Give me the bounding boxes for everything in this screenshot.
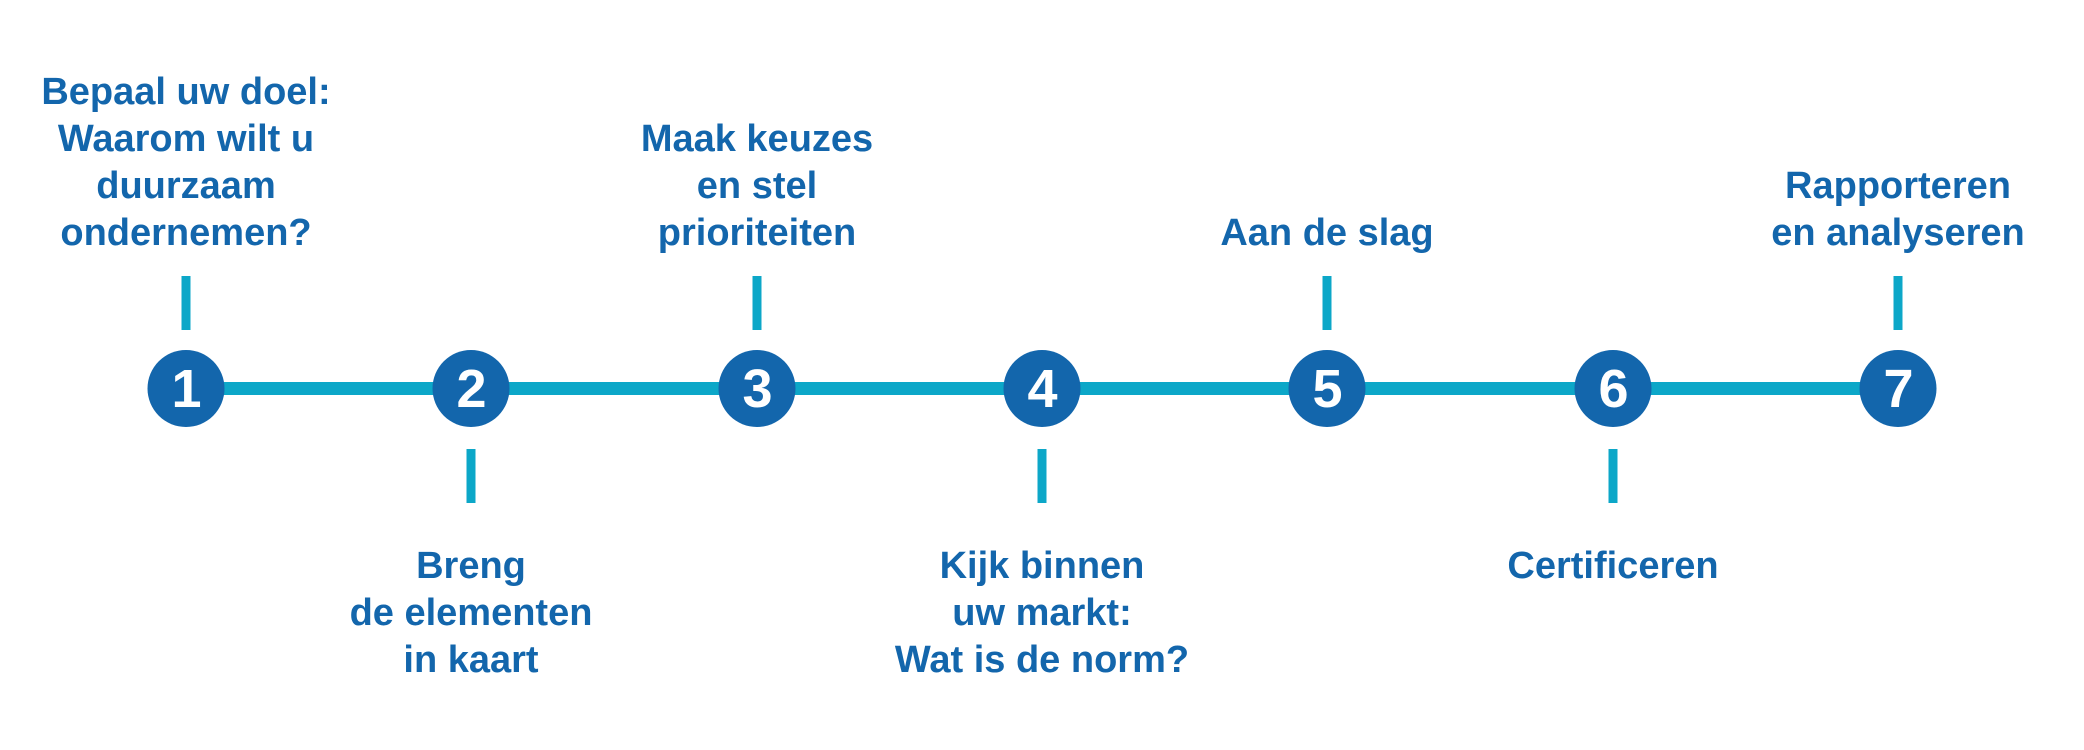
step-4-label: Kijk binnen uw markt: Wat is de norm? <box>894 545 1190 681</box>
step-3-circle: 3 <box>718 350 796 427</box>
step-2-circle: 2 <box>432 350 510 427</box>
step-2-label: Breng de elementen in kaart <box>349 545 593 681</box>
step-1-circle: 1 <box>147 350 225 427</box>
step-5-label: Aan de slag <box>1220 212 1434 254</box>
step-5-number: 5 <box>1312 358 1342 419</box>
step-1-number: 1 <box>171 358 201 419</box>
step-2-tick <box>466 449 476 503</box>
step-7-number: 7 <box>1883 358 1913 419</box>
step-6-circle: 6 <box>1574 350 1652 427</box>
step-5-tick <box>1322 276 1332 330</box>
step-6-number: 6 <box>1598 358 1628 419</box>
step-7-circle: 7 <box>1859 350 1937 427</box>
step-2-number: 2 <box>456 358 486 419</box>
step-4-tick <box>1037 449 1047 503</box>
step-3-label: Maak keuzes en stel prioriteiten <box>640 118 874 254</box>
step-1-label: Bepaal uw doel: Waarom wilt u duurzaam o… <box>41 71 331 254</box>
step-4-circle: 4 <box>1003 350 1081 427</box>
step-5-circle: 5 <box>1288 350 1366 427</box>
step-6-tick <box>1608 449 1618 503</box>
step-3-tick <box>752 276 762 330</box>
step-4-number: 4 <box>1027 358 1057 419</box>
step-1-tick <box>181 276 191 330</box>
step-6-label: Certificeren <box>1507 545 1719 587</box>
step-7-tick <box>1893 276 1903 330</box>
step-3-number: 3 <box>742 358 772 419</box>
step-7-label: Rapporteren en analyseren <box>1771 165 2025 254</box>
